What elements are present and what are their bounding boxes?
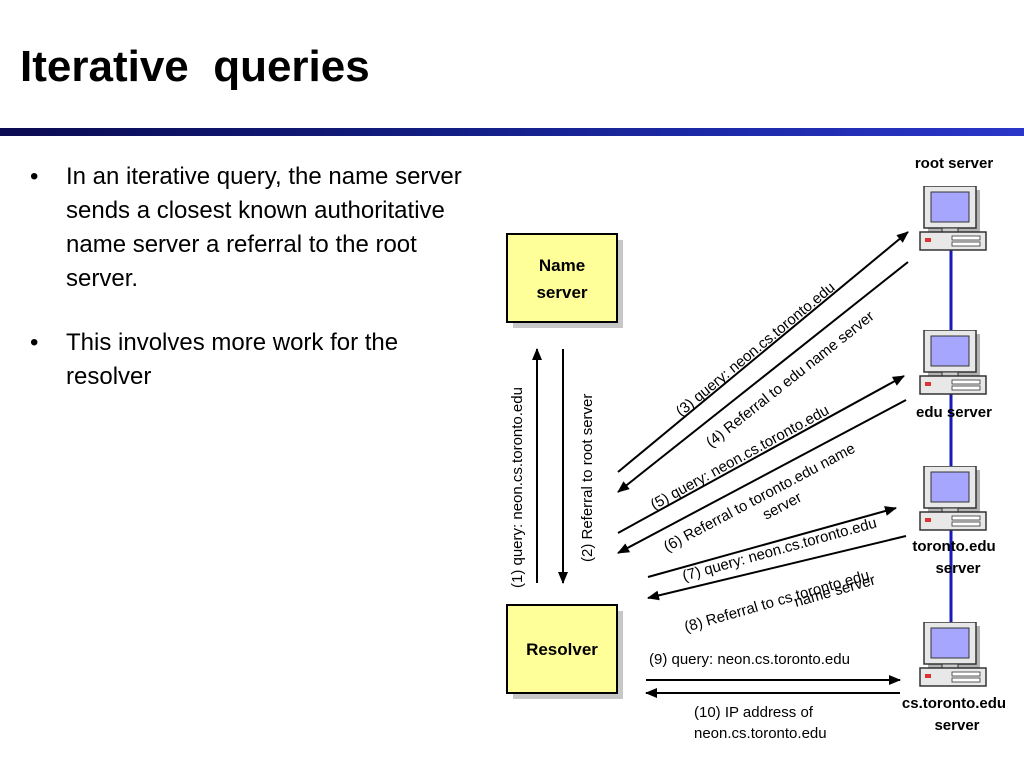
cs-toronto-server: cs.toronto.edu server xyxy=(902,622,1006,734)
arrow-4 xyxy=(617,261,909,493)
computer-icon xyxy=(919,622,987,687)
toronto-server: toronto.edu server xyxy=(912,466,996,577)
name-server-label: Name xyxy=(539,256,585,275)
slide-title: Iterative queries xyxy=(20,42,370,91)
name-server-label: server xyxy=(536,283,587,302)
name-server-box: Name server xyxy=(506,233,623,328)
bullet-item: • In an iterative query, the name server… xyxy=(30,160,475,296)
arrow-8 xyxy=(647,535,907,601)
bullet-text: In an iterative query, the name server s… xyxy=(66,163,462,292)
message-10: (10) IP address of xyxy=(694,704,814,721)
cs-toronto-server-label: server xyxy=(934,717,979,734)
message-9: (9) query: neon.cs.toronto.edu xyxy=(649,651,850,668)
computer-icon xyxy=(919,330,987,395)
root-server-label: root server xyxy=(915,155,994,172)
bullet-list: • In an iterative query, the name server… xyxy=(30,160,475,424)
computer-icon xyxy=(919,466,987,531)
arrow-6 xyxy=(617,399,907,554)
arrow-5 xyxy=(617,375,905,534)
bullet-dot-icon: • xyxy=(30,163,39,190)
message-10: neon.cs.toronto.edu xyxy=(694,725,827,742)
edu-server-label: edu server xyxy=(916,404,992,421)
toronto-server-label: server xyxy=(935,560,980,577)
title-rule xyxy=(0,128,1024,136)
edu-server: edu server xyxy=(916,330,992,421)
bullet-text: This involves more work for the resolver xyxy=(66,329,399,390)
arrow-7 xyxy=(647,506,897,578)
resolver-label: Resolver xyxy=(526,640,598,659)
message-1: (1) query: neon.cs.toronto.edu xyxy=(509,387,526,588)
cs-toronto-server-label: cs.toronto.edu xyxy=(902,695,1006,712)
toronto-server-label: toronto.edu xyxy=(912,538,995,555)
arrow-3 xyxy=(617,231,909,473)
bullet-dot-icon: • xyxy=(30,329,39,356)
bullet-item: • This involves more work for the resolv… xyxy=(30,326,475,394)
root-server: root server xyxy=(915,155,994,251)
message-2: (2) Referral to root server xyxy=(579,394,596,562)
computer-icon xyxy=(919,186,987,251)
resolver-box: Resolver xyxy=(506,604,623,699)
